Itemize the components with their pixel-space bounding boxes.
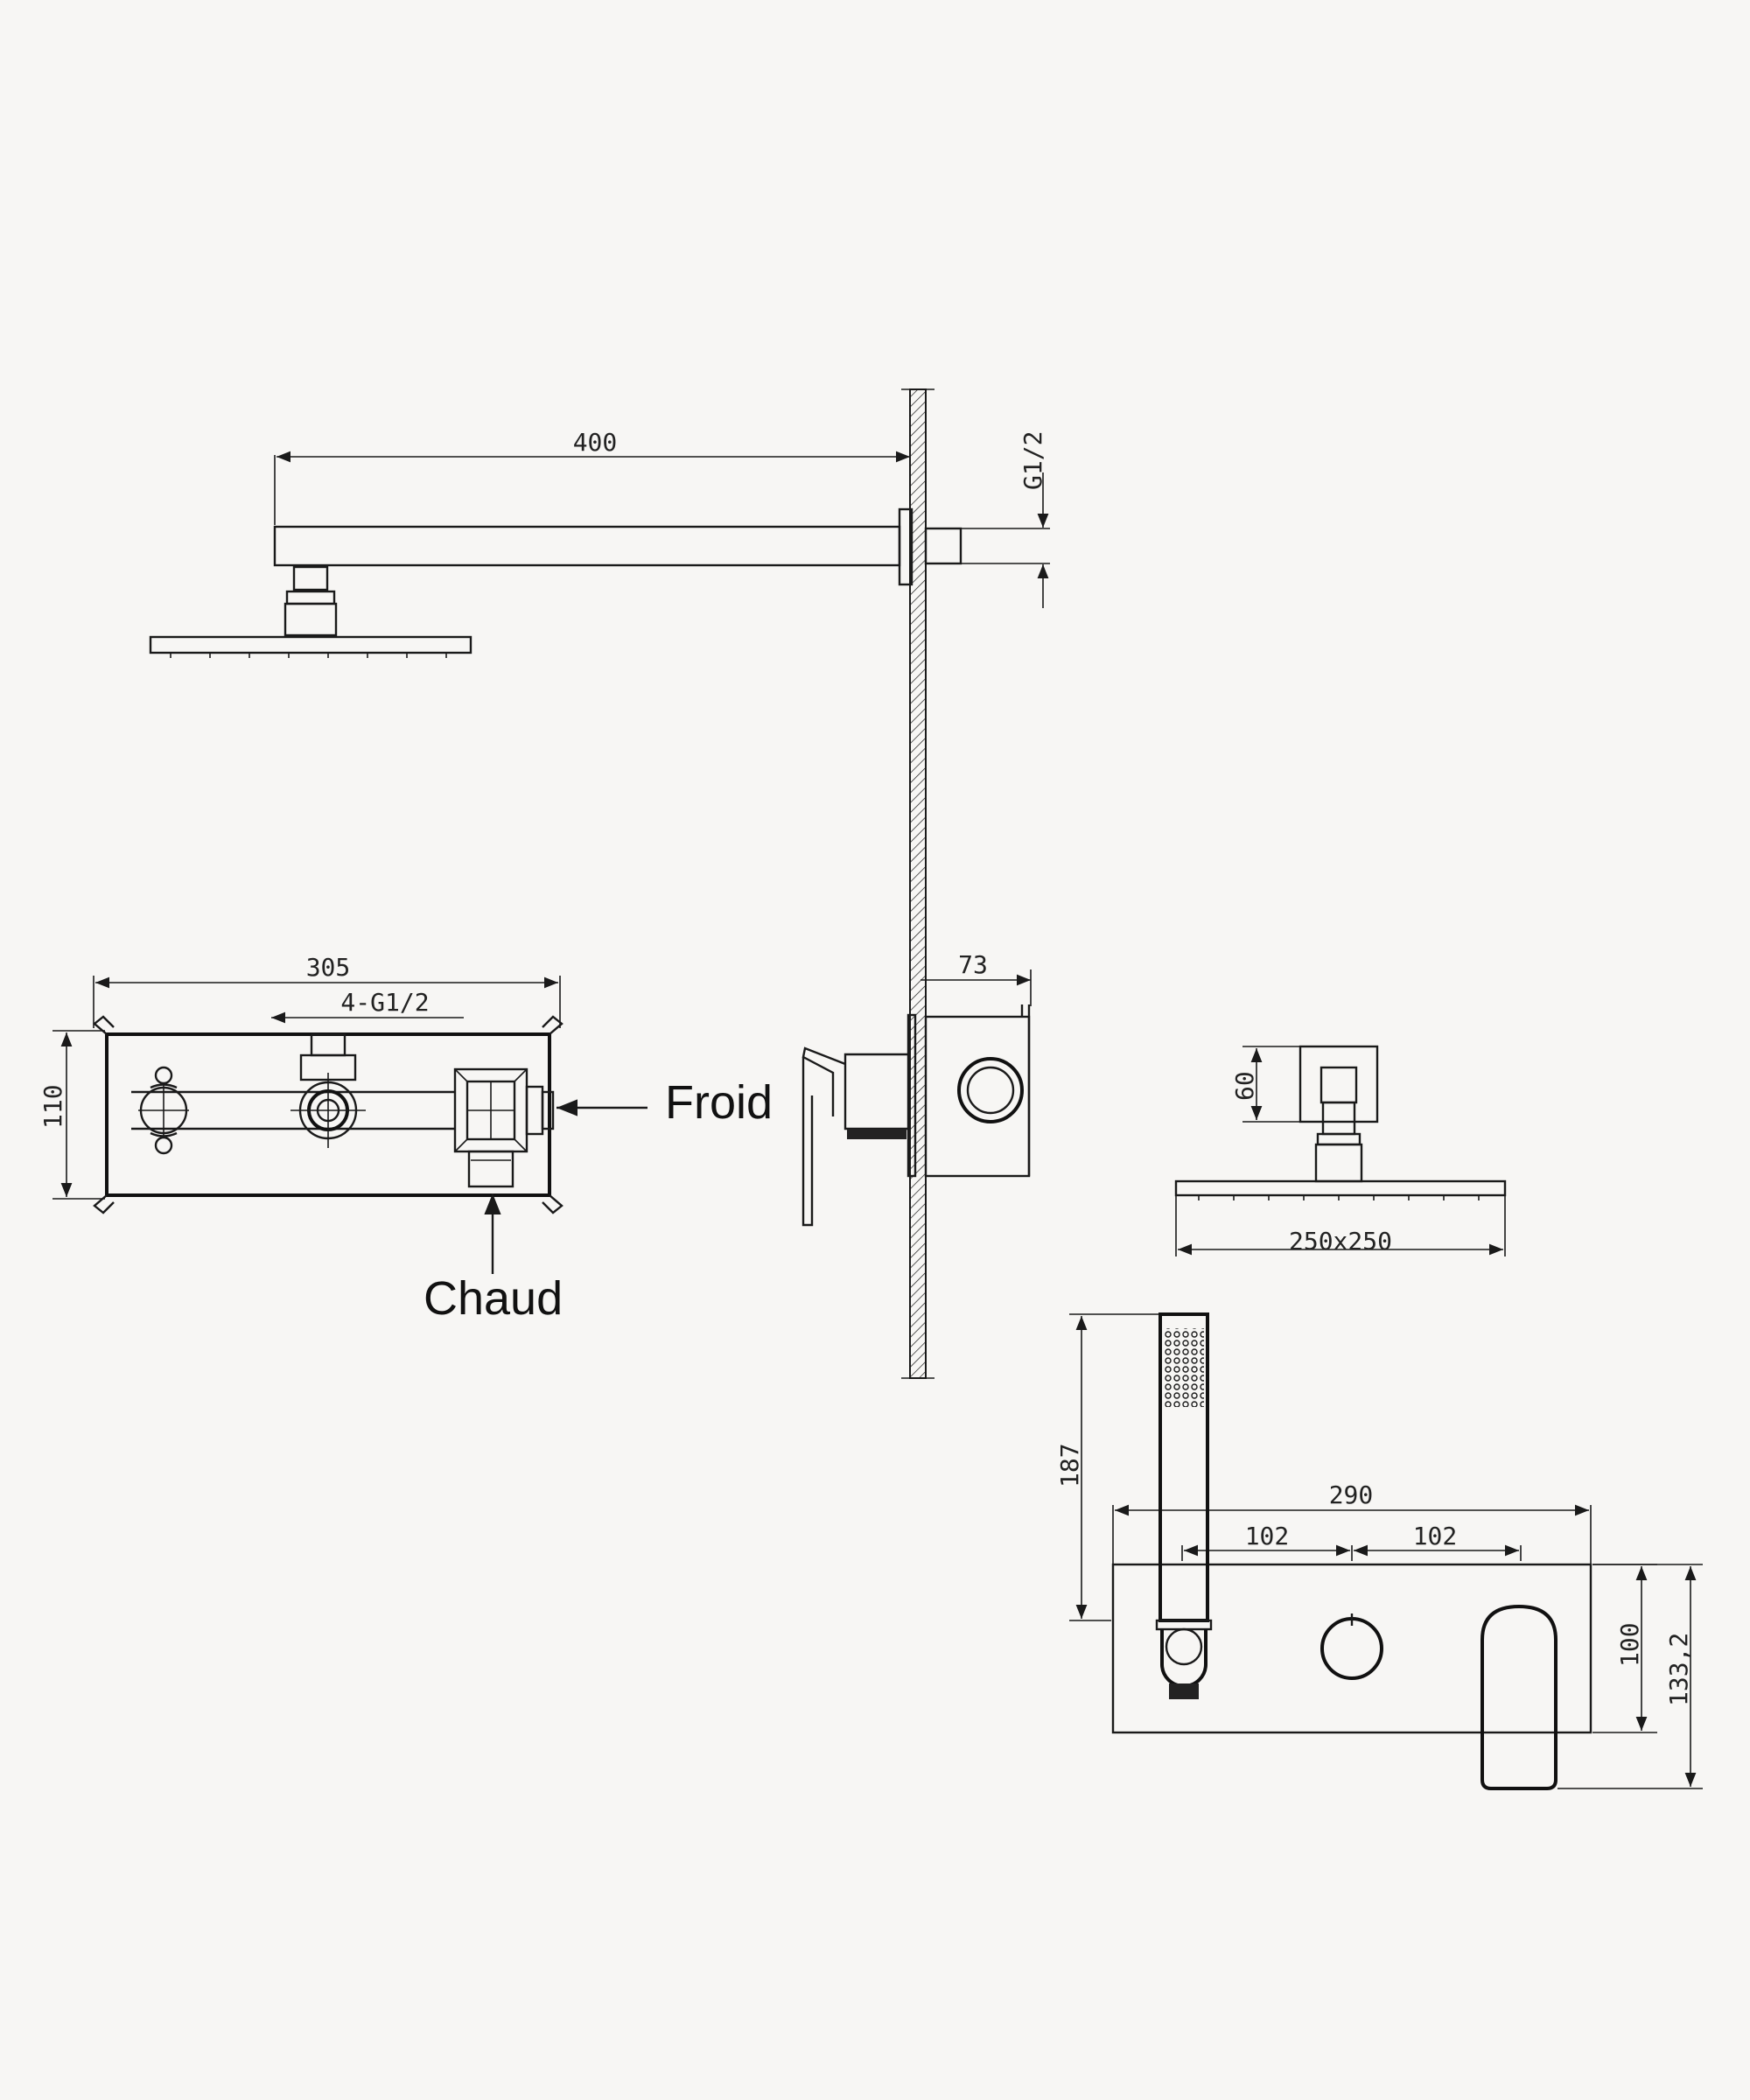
- dim-head-size: 250x250: [1289, 1227, 1392, 1256]
- dim-plate-height: 100: [1615, 1622, 1644, 1667]
- dim-thread-wall: G1/2: [1018, 431, 1047, 490]
- nozzle-row: [1198, 1195, 1480, 1200]
- dim-box-height: 110: [38, 1084, 67, 1129]
- dim-arm-length: 400: [573, 428, 618, 457]
- dim-handshower-height: 187: [1055, 1443, 1084, 1488]
- dim-head-connector: 60: [1230, 1071, 1259, 1101]
- shower-arm-side-view: 400 G1/2: [149, 428, 1050, 658]
- label-hot: Chaud: [424, 1272, 563, 1325]
- dim-spout-height: 133,2: [1664, 1633, 1693, 1706]
- dim-box-width: 305: [306, 953, 351, 982]
- dim-spacing-left: 102: [1245, 1522, 1290, 1550]
- label-cold: Froid: [665, 1076, 773, 1129]
- shower-head-front-view: 60 250x250: [1174, 1045, 1507, 1256]
- dim-valve-depth: 73: [958, 950, 988, 979]
- dim-spacing-right: 102: [1413, 1522, 1458, 1550]
- wall-plate-front-view: 187 290 102 102 100: [1055, 1312, 1703, 1790]
- nozzle-row: [170, 653, 447, 658]
- mixer-side-view: 73: [802, 950, 1032, 1227]
- dim-box-thread: 4-G1/2: [340, 988, 429, 1017]
- wall-section: [901, 388, 934, 1379]
- concealed-box-front-view: 305 4-G1/2 110: [38, 953, 773, 1325]
- dim-plate-width: 290: [1329, 1480, 1374, 1509]
